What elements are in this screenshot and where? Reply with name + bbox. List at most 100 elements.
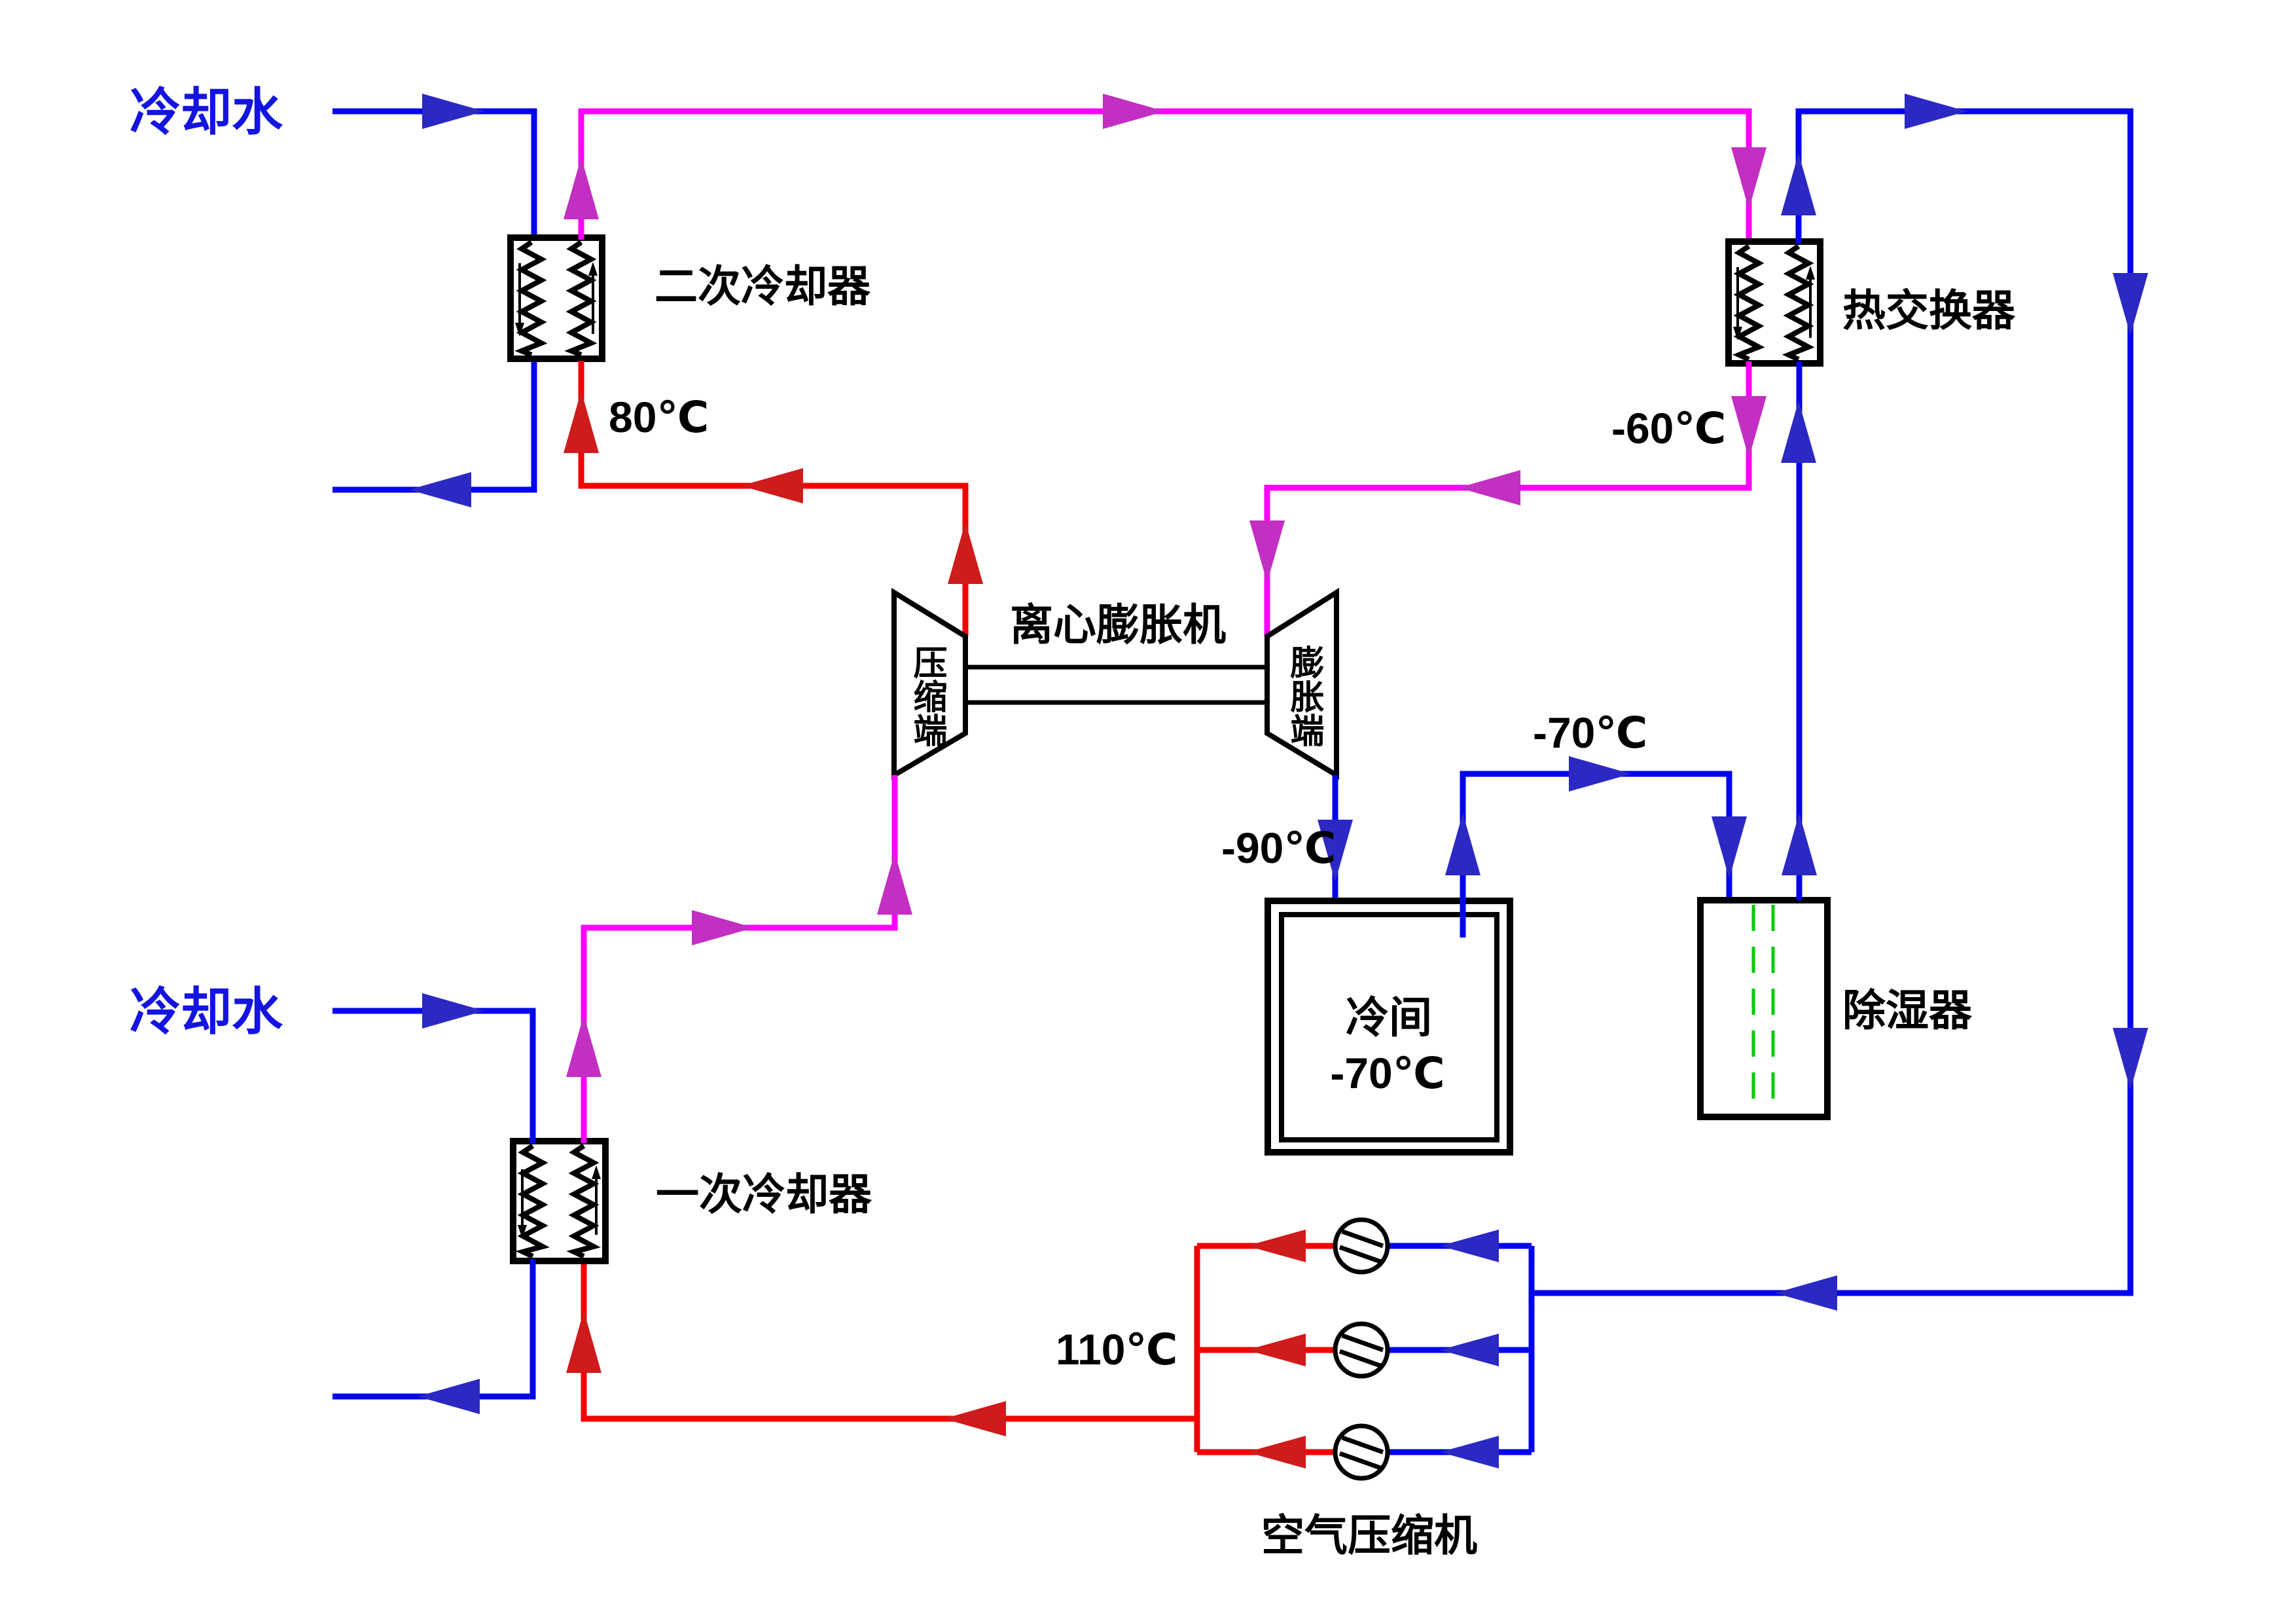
flow-arrow-left-icon bbox=[944, 1401, 1006, 1436]
cooling-water-top-outlet-pipe bbox=[332, 357, 537, 493]
cold-room-name-label: 冷间 bbox=[1346, 993, 1432, 1042]
temp-minus70-label: -70℃ bbox=[1533, 708, 1647, 757]
coil-flow-up-head-icon bbox=[1806, 266, 1815, 280]
flow-arrow-left-icon bbox=[741, 468, 803, 503]
flow-arrow-up-icon bbox=[564, 157, 599, 219]
heat-exchanger-label: 热交换器 bbox=[1842, 286, 2016, 335]
exchanger-coil-right bbox=[1782, 244, 1815, 362]
compressor-chord bbox=[1338, 1349, 1382, 1368]
air-compressor-group: 空气压缩机 bbox=[1194, 1217, 1535, 1559]
cold-air-minus90-pipe-group: -90℃ bbox=[1221, 775, 1353, 938]
dehumidifier: 除湿器 bbox=[1697, 897, 1973, 1120]
flow-arrow-up-icon bbox=[564, 391, 599, 453]
warm-air-top-pipe bbox=[578, 108, 1752, 244]
dehumidifier-label: 除湿器 bbox=[1842, 986, 1973, 1034]
compressor-chord bbox=[1338, 1245, 1382, 1264]
flow-arrow-right-icon bbox=[1103, 94, 1165, 129]
secondary-cooler: 二次冷却器 bbox=[507, 234, 871, 362]
temp-80c-label: 80℃ bbox=[609, 393, 709, 441]
flow-arrow-right-icon bbox=[422, 94, 484, 129]
flow-arrow-left-icon bbox=[1440, 1230, 1499, 1262]
flow-arrow-down-icon bbox=[1731, 396, 1767, 458]
flow-arrow-down-icon bbox=[1318, 820, 1353, 882]
warm-air-minus60-pipes: -60℃ bbox=[1249, 361, 1767, 636]
flow-arrow-left-icon bbox=[409, 472, 471, 507]
flow-arrow-left-icon bbox=[1440, 1334, 1499, 1366]
cooler-coil-right bbox=[566, 1143, 601, 1259]
compressor-end-label: 压缩端 bbox=[908, 645, 947, 747]
compressor-chord bbox=[1338, 1451, 1382, 1470]
cooler-coil-left bbox=[515, 1143, 550, 1259]
cooling-water-bottom-outlet-pipe bbox=[332, 1259, 536, 1400]
secondary-cooler-label: 二次冷却器 bbox=[655, 262, 871, 310]
cooling-water-top-inlet-pipe bbox=[332, 108, 537, 240]
flow-arrow-left-icon bbox=[1458, 470, 1520, 505]
flow-arrow-left-icon bbox=[418, 1379, 480, 1414]
cooling-water-top-label: 冷却水 bbox=[130, 83, 283, 141]
coil-flow-down-head-icon bbox=[518, 1225, 527, 1239]
expansion-end-body bbox=[1265, 587, 1339, 780]
heat-exchanger: 热交换器 bbox=[1725, 238, 2016, 367]
compressor-chord bbox=[1341, 1333, 1384, 1353]
cold-room: 冷间 -70℃ bbox=[1265, 898, 1513, 1156]
flow-arrow-up-icon bbox=[1782, 813, 1817, 875]
air-compressor-label: 空气压缩机 bbox=[1261, 1511, 1477, 1559]
primary-cooler: 一次冷却器 bbox=[510, 1138, 872, 1264]
flow-arrow-right-icon bbox=[422, 993, 484, 1029]
cooler-coil-right bbox=[564, 240, 598, 357]
centrifugal-expander: 离心膨胀机 压缩端 膨胀端 bbox=[891, 587, 1339, 780]
compressor-chord bbox=[1341, 1229, 1384, 1249]
temp-minus60-label: -60℃ bbox=[1611, 404, 1726, 452]
flow-arrow-right-icon bbox=[1569, 756, 1631, 792]
flow-arrow-up-icon bbox=[877, 852, 912, 915]
compressor-end-body bbox=[891, 587, 968, 780]
temp-minus90-label: -90℃ bbox=[1221, 824, 1336, 872]
flow-arrow-down-icon bbox=[1712, 816, 1747, 879]
flow-arrow-down-icon bbox=[1249, 520, 1285, 583]
flow-arrow-down-icon bbox=[2113, 1028, 2148, 1090]
cooling-water-bottom-label: 冷却水 bbox=[130, 983, 283, 1040]
coil-flow-up-head-icon bbox=[588, 262, 598, 276]
flow-arrow-left-icon bbox=[1440, 1436, 1499, 1468]
exchanger-coil-left bbox=[1732, 244, 1765, 362]
warm-air-top-pipes bbox=[564, 94, 1767, 244]
hot-air-110c-pipes: 110℃ bbox=[566, 1259, 1197, 1436]
flow-arrow-right-icon bbox=[692, 910, 754, 945]
flow-arrow-right-icon bbox=[1905, 94, 1967, 129]
cooling-water-bottom-inlet-pipe bbox=[332, 1008, 536, 1143]
coil-flow-down-head-icon bbox=[515, 323, 524, 337]
cooler-coil-left bbox=[514, 240, 548, 357]
cooling-water-bottom-circuit: 冷却水 bbox=[130, 983, 536, 1414]
exchanger-to-compressor-pipe bbox=[1532, 108, 2134, 1296]
flow-arrow-down-icon bbox=[1731, 147, 1767, 210]
flow-arrow-up-icon bbox=[566, 1311, 601, 1373]
warm-air-bottom-pipes bbox=[566, 775, 912, 1143]
flow-arrow-up-icon bbox=[948, 522, 983, 584]
cold-air-return-pipes bbox=[1532, 94, 2148, 1311]
flow-arrow-up-icon bbox=[1781, 153, 1816, 215]
cold-room-outer-wall bbox=[1265, 898, 1513, 1156]
flow-arrow-up-icon bbox=[566, 1015, 601, 1077]
primary-cooler-label: 一次冷却器 bbox=[656, 1170, 872, 1218]
cold-room-temp-label: -70℃ bbox=[1330, 1049, 1444, 1097]
flow-arrow-left-icon bbox=[1775, 1275, 1837, 1311]
expander-title-label: 离心膨胀机 bbox=[1010, 600, 1226, 649]
flow-arrow-left-icon bbox=[1247, 1334, 1306, 1366]
warm-air-bottom-pipe bbox=[581, 775, 898, 1143]
coil-flow-down-head-icon bbox=[1733, 327, 1742, 340]
hot-air-80c-pipes: 80℃ bbox=[564, 361, 983, 636]
flow-arrow-up-icon bbox=[1781, 401, 1816, 463]
cooling-water-top-circuit: 冷却水 bbox=[130, 83, 537, 507]
flow-arrow-left-icon bbox=[1247, 1436, 1306, 1468]
dehumidifier-box bbox=[1697, 897, 1831, 1120]
flow-arrow-down-icon bbox=[2113, 273, 2148, 335]
compressor-chord bbox=[1341, 1435, 1384, 1455]
cold-room-inner-wall bbox=[1279, 912, 1499, 1142]
temp-110c-label: 110℃ bbox=[1056, 1325, 1177, 1374]
cold-air-minus70-pipes: -70℃ bbox=[1445, 708, 1747, 938]
flow-arrow-left-icon bbox=[1247, 1230, 1306, 1262]
coil-flow-up-head-icon bbox=[592, 1165, 601, 1179]
expansion-end-label: 膨胀端 bbox=[1285, 645, 1324, 747]
